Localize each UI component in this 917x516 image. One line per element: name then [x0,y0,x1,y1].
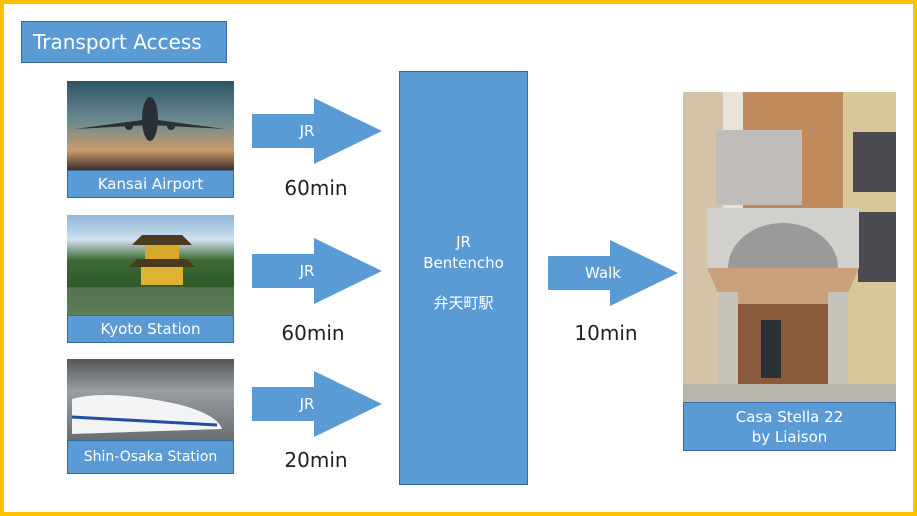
travel-time-shin-osaka: 20min [284,448,348,472]
page-title: Transport Access [21,21,227,63]
origin-label-kansai-airport: Kansai Airport [67,170,234,198]
arrow-label: Walk [585,264,621,282]
arrow-label: JR [299,262,315,280]
destination-operator: by Liaison [751,427,828,446]
golden-pavilion-photo [67,215,234,315]
origin-label-shin-osaka-station: Shin-Osaka Station [67,440,234,474]
station-name-jp: 弁天町駅 [433,294,494,312]
walk-time: 10min [574,321,638,345]
destination-label: Casa Stella 22 by Liaison [683,402,896,451]
house-photo [683,92,896,402]
station-name: Bentencho [423,254,504,272]
arrow-label: JR [299,395,315,413]
arrow-label: JR [299,122,315,140]
travel-time-kyoto: 60min [281,321,345,345]
shinkansen-photo [67,359,234,440]
station-bentencho: JR Bentencho 弁天町駅 [399,71,528,485]
station-line: JR [456,233,471,251]
walk-arrow: Walk [548,240,678,306]
jr-arrow-kyoto: JR [252,238,382,304]
travel-time-kansai: 60min [284,176,348,200]
origin-label-kyoto-station: Kyoto Station [67,315,234,343]
jr-arrow-kansai: JR [252,98,382,164]
jr-arrow-shin-osaka: JR [252,371,382,437]
destination-name: Casa Stella 22 [735,407,844,426]
airplane-photo [67,81,234,170]
